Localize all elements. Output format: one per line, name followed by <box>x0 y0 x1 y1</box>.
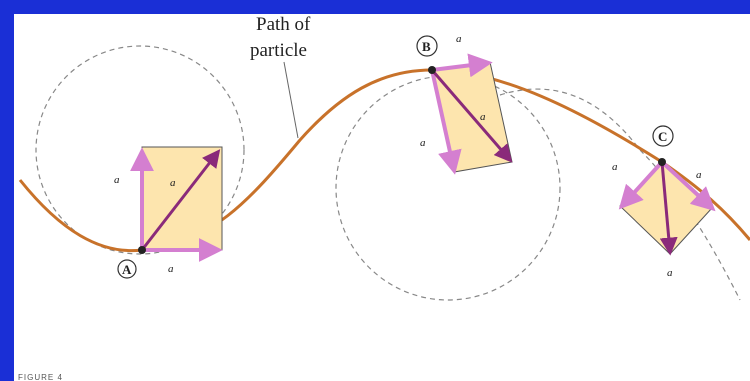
figure-caption: FIGURE 4 <box>18 373 63 381</box>
acceleration-vector-a <box>140 149 221 251</box>
point-c-marker <box>652 125 674 147</box>
acceleration-vector-c <box>659 161 678 256</box>
curvature-circle-a <box>35 45 245 255</box>
point-a-group: A a a a <box>114 146 223 279</box>
curvature-circle-c-arc <box>499 88 741 301</box>
at-label-c: a <box>696 169 702 181</box>
ar-label-c: a <box>612 161 618 173</box>
point-c-label: C <box>658 129 667 144</box>
point-b-label: B <box>422 39 431 54</box>
particle-point-a <box>138 246 146 254</box>
a-label-a: a <box>170 177 176 189</box>
radial-component-b <box>430 69 462 175</box>
curvature-circle-b <box>335 75 561 301</box>
a-label-c: a <box>667 267 673 279</box>
path-label-line2: particle <box>250 40 307 61</box>
point-b-marker <box>416 35 438 57</box>
tangential-component-c <box>660 160 716 212</box>
ar-label-a: a <box>114 174 120 186</box>
point-a-label: A <box>122 262 132 277</box>
particle-point-b <box>428 66 436 74</box>
path-label-line1: Path of <box>256 14 311 35</box>
acceleration-vector-b <box>430 69 513 163</box>
path-label-leader <box>283 61 299 139</box>
point-b-group: B a a a <box>416 33 513 175</box>
point-a-marker <box>117 259 137 279</box>
a-label-b: a <box>480 111 486 123</box>
radial-component-c <box>618 160 664 210</box>
particle-point-c <box>658 158 666 166</box>
tangential-component-b <box>431 53 493 78</box>
point-c-group: C a a a <box>612 125 716 279</box>
at-label-b: a <box>456 33 462 45</box>
at-label-a: a <box>168 263 174 275</box>
ar-label-b: a <box>420 137 426 149</box>
